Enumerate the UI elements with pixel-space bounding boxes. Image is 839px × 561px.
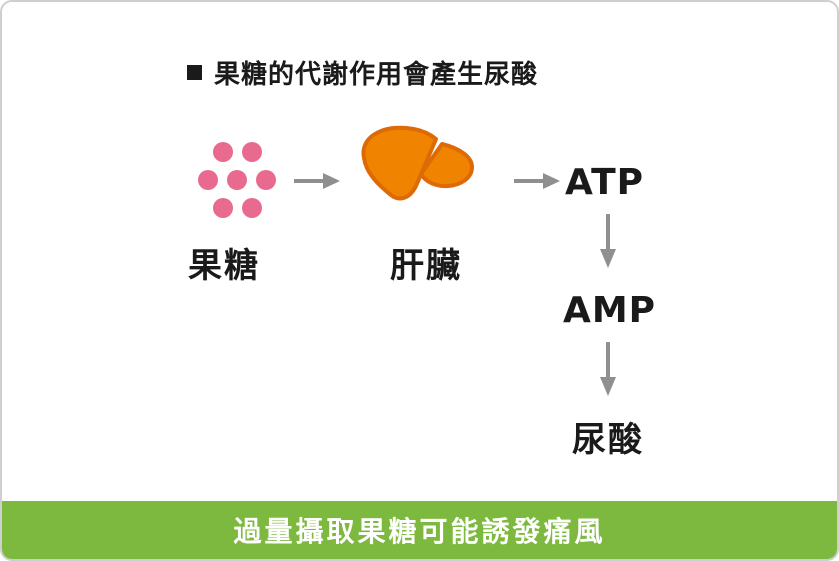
fructose-dot	[242, 198, 262, 218]
uric-acid-label: 尿酸	[572, 420, 644, 460]
footer-banner-text: 過量攝取果糖可能誘發痛風	[233, 515, 606, 548]
fructose-dot	[213, 198, 233, 218]
arrow-down-icon	[600, 214, 616, 268]
arrow-down-icon	[600, 342, 616, 396]
liver-label: 肝臟	[390, 246, 462, 286]
footer-banner: 過量攝取果糖可能誘發痛風	[2, 501, 837, 559]
square-bullet-icon	[187, 65, 202, 80]
diagram-title-row: 果糖的代謝作用會產生尿酸	[187, 54, 538, 91]
liver-icon	[356, 118, 478, 222]
fructose-label: 果糖	[188, 246, 260, 286]
fructose-dot	[227, 170, 247, 190]
diagram-title: 果糖的代謝作用會產生尿酸	[214, 60, 539, 90]
fructose-dot	[198, 170, 218, 190]
fructose-dots-icon	[198, 142, 276, 218]
fructose-dot	[256, 170, 276, 190]
arrow-right-icon	[294, 173, 340, 189]
arrow-right-icon	[514, 173, 560, 189]
fructose-dot	[242, 142, 262, 162]
amp-label: AMP	[563, 290, 657, 331]
fructose-dot	[213, 142, 233, 162]
atp-label: ATP	[565, 162, 645, 203]
